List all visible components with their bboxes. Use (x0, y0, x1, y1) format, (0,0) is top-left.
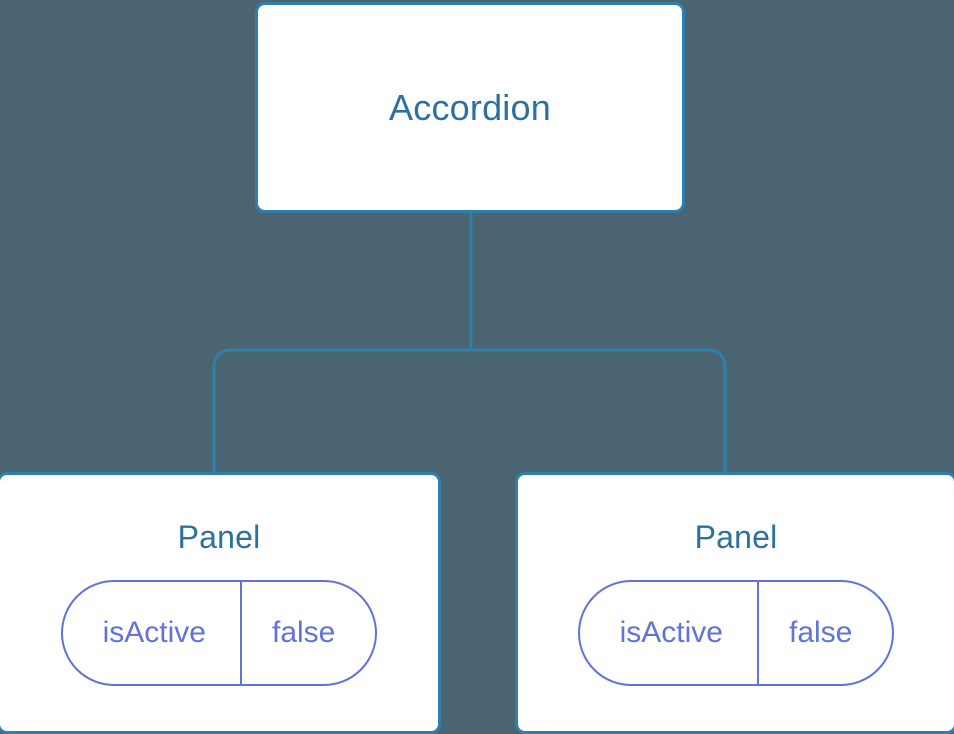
node-accordion[interactable]: Accordion (255, 2, 685, 213)
prop-pill-left[interactable]: isActive false (60, 580, 378, 686)
prop-pill-left-value: false (271, 616, 336, 649)
prop-pill-right-value: false (788, 616, 853, 649)
node-panel-left-label: Panel (177, 519, 261, 555)
connector-branch-bus (212, 348, 727, 474)
node-panel-right[interactable]: Panel isActive false (515, 472, 954, 734)
node-panel-left[interactable]: Panel isActive false (0, 472, 441, 734)
node-accordion-label: Accordion (389, 86, 551, 128)
prop-pill-right[interactable]: isActive false (577, 580, 895, 686)
prop-pill-right-key: isActive (580, 582, 759, 684)
node-panel-right-label: Panel (694, 519, 778, 555)
prop-pill-left-key: isActive (63, 582, 242, 684)
